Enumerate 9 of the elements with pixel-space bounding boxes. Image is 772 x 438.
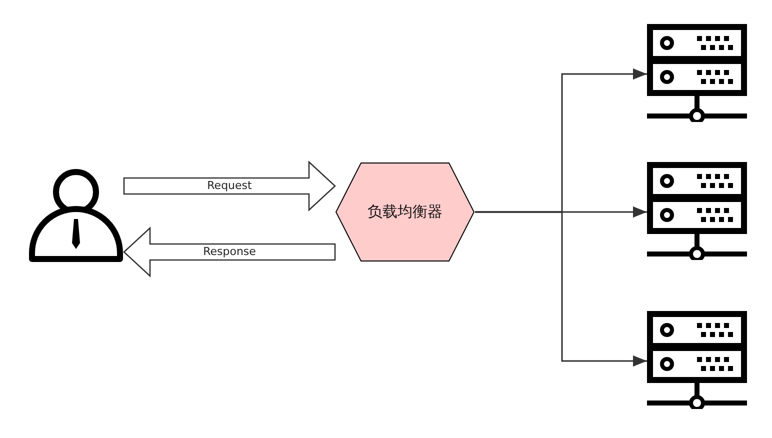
server-icon [647, 311, 749, 409]
block-arrow [123, 160, 336, 212]
arrow [475, 211, 647, 367]
edge-label: Request [207, 180, 252, 192]
server-icon [647, 24, 749, 122]
edge-label: Response [203, 246, 256, 258]
hexagon [335, 162, 475, 262]
node-label: 负载均衡器 [368, 202, 442, 222]
server-icon [647, 162, 749, 260]
